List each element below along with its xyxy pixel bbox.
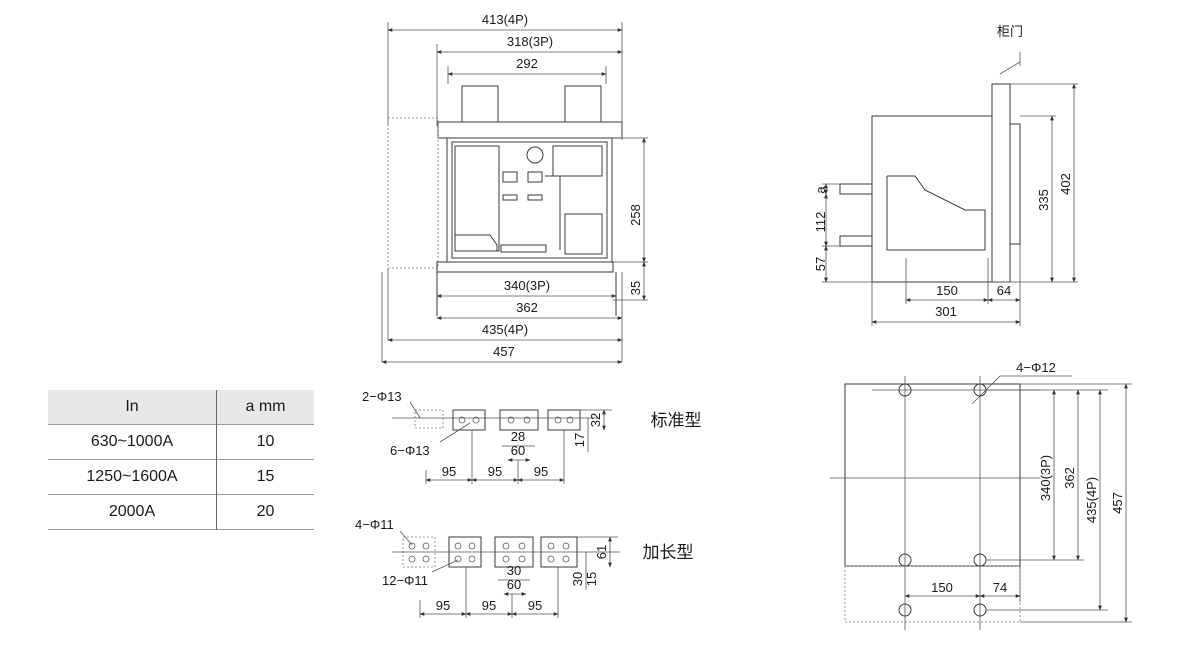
cell-a: 20 [256,503,275,520]
dim-340-3p-plan: 340(3P) [1038,455,1053,501]
hole-4-d12: 4−Φ12 [1016,360,1056,375]
dim-95-std-2: 95 [488,464,502,479]
dim-457-plan: 457 [1110,492,1125,514]
cell-in: 1250~1600A [48,459,217,495]
standard-type-title: 标准型 [651,411,702,430]
dim-30-vert: 30 [570,572,585,586]
dim-413-4p: 413(4P) [482,12,528,27]
front-view: 413(4P) 318(3P) 292 [381,12,648,364]
dim-258: 258 [628,204,643,226]
side-view: 柜门 a 112 57 335 402 150 [813,24,1078,326]
dim-74: 74 [993,580,1007,595]
dim-318-3p: 318(3P) [507,34,553,49]
cell-in: 2000A [48,494,217,530]
dim-95-std-3: 95 [534,464,548,479]
dim-17: 17 [572,433,587,447]
hole-2-d13: 2−Φ13 [362,389,402,404]
dim-35: 35 [628,281,643,295]
dim-95-std-1: 95 [442,464,456,479]
dim-150-side: 150 [936,283,958,298]
mount-hole [898,383,912,397]
mount-hole [898,553,912,567]
mount-hole [898,603,912,617]
dim-61: 61 [594,545,609,559]
cell-a: 10 [256,433,275,450]
hole-12-d11: 12−Φ11 [382,573,428,588]
dim-301: 301 [935,304,957,319]
dim-60-std: 60 [511,443,525,458]
cell-in: 630~1000A [48,424,217,460]
dim-a: a [813,186,828,194]
dim-292: 292 [516,56,538,71]
dim-457: 457 [493,344,515,359]
dim-402: 402 [1058,173,1073,195]
dim-95-ext-2: 95 [482,598,496,613]
dim-95-ext-3: 95 [528,598,542,613]
dim-435-4p-plan: 435(4P) [1084,477,1099,523]
dim-362: 362 [516,300,538,315]
table-row: 1250~1600A 15 [48,459,314,495]
dim-112: 112 [813,212,828,233]
dim-335: 335 [1036,189,1051,211]
dim-60-ext: 60 [507,577,521,592]
dim-362-plan: 362 [1062,467,1077,489]
dim-28: 28 [511,429,525,444]
dim-64: 64 [997,283,1011,298]
hole-6-d13: 6−Φ13 [390,443,430,458]
hole-4-d11: 4−Φ11 [355,517,394,532]
extended-type-title: 加长型 [643,543,694,562]
dim-32: 32 [588,413,603,427]
terminal-extended: 4−Φ11 12−Φ11 30 60 61 30 15 95 95 [355,517,694,618]
dim-57: 57 [813,257,828,271]
current-spec-table: In a mm 630~1000A 10 1250~1600A 15 2000A… [48,390,314,530]
dim-15: 15 [584,572,599,586]
door-label: 柜门 [997,24,1023,39]
dim-435-4p: 435(4P) [482,322,528,337]
dim-30-ext: 30 [507,563,521,578]
mount-plan: 4−Φ12 340(3P) 362 435(4P) 457 150 74 [830,360,1132,630]
terminal-standard: 2−Φ13 6−Φ13 28 60 32 17 95 95 95 标准型 [362,389,702,484]
header-a-mm: a mm [216,390,314,425]
table-row: 630~1000A 10 [48,424,314,460]
dim-95-ext-1: 95 [436,598,450,613]
table-header-row: In a mm [48,390,314,425]
header-in: In [48,390,217,425]
table-row: 2000A 20 [48,494,314,530]
dim-340-3p: 340(3P) [504,278,550,293]
dim-150-plan: 150 [931,580,953,595]
cell-a: 15 [256,468,275,485]
